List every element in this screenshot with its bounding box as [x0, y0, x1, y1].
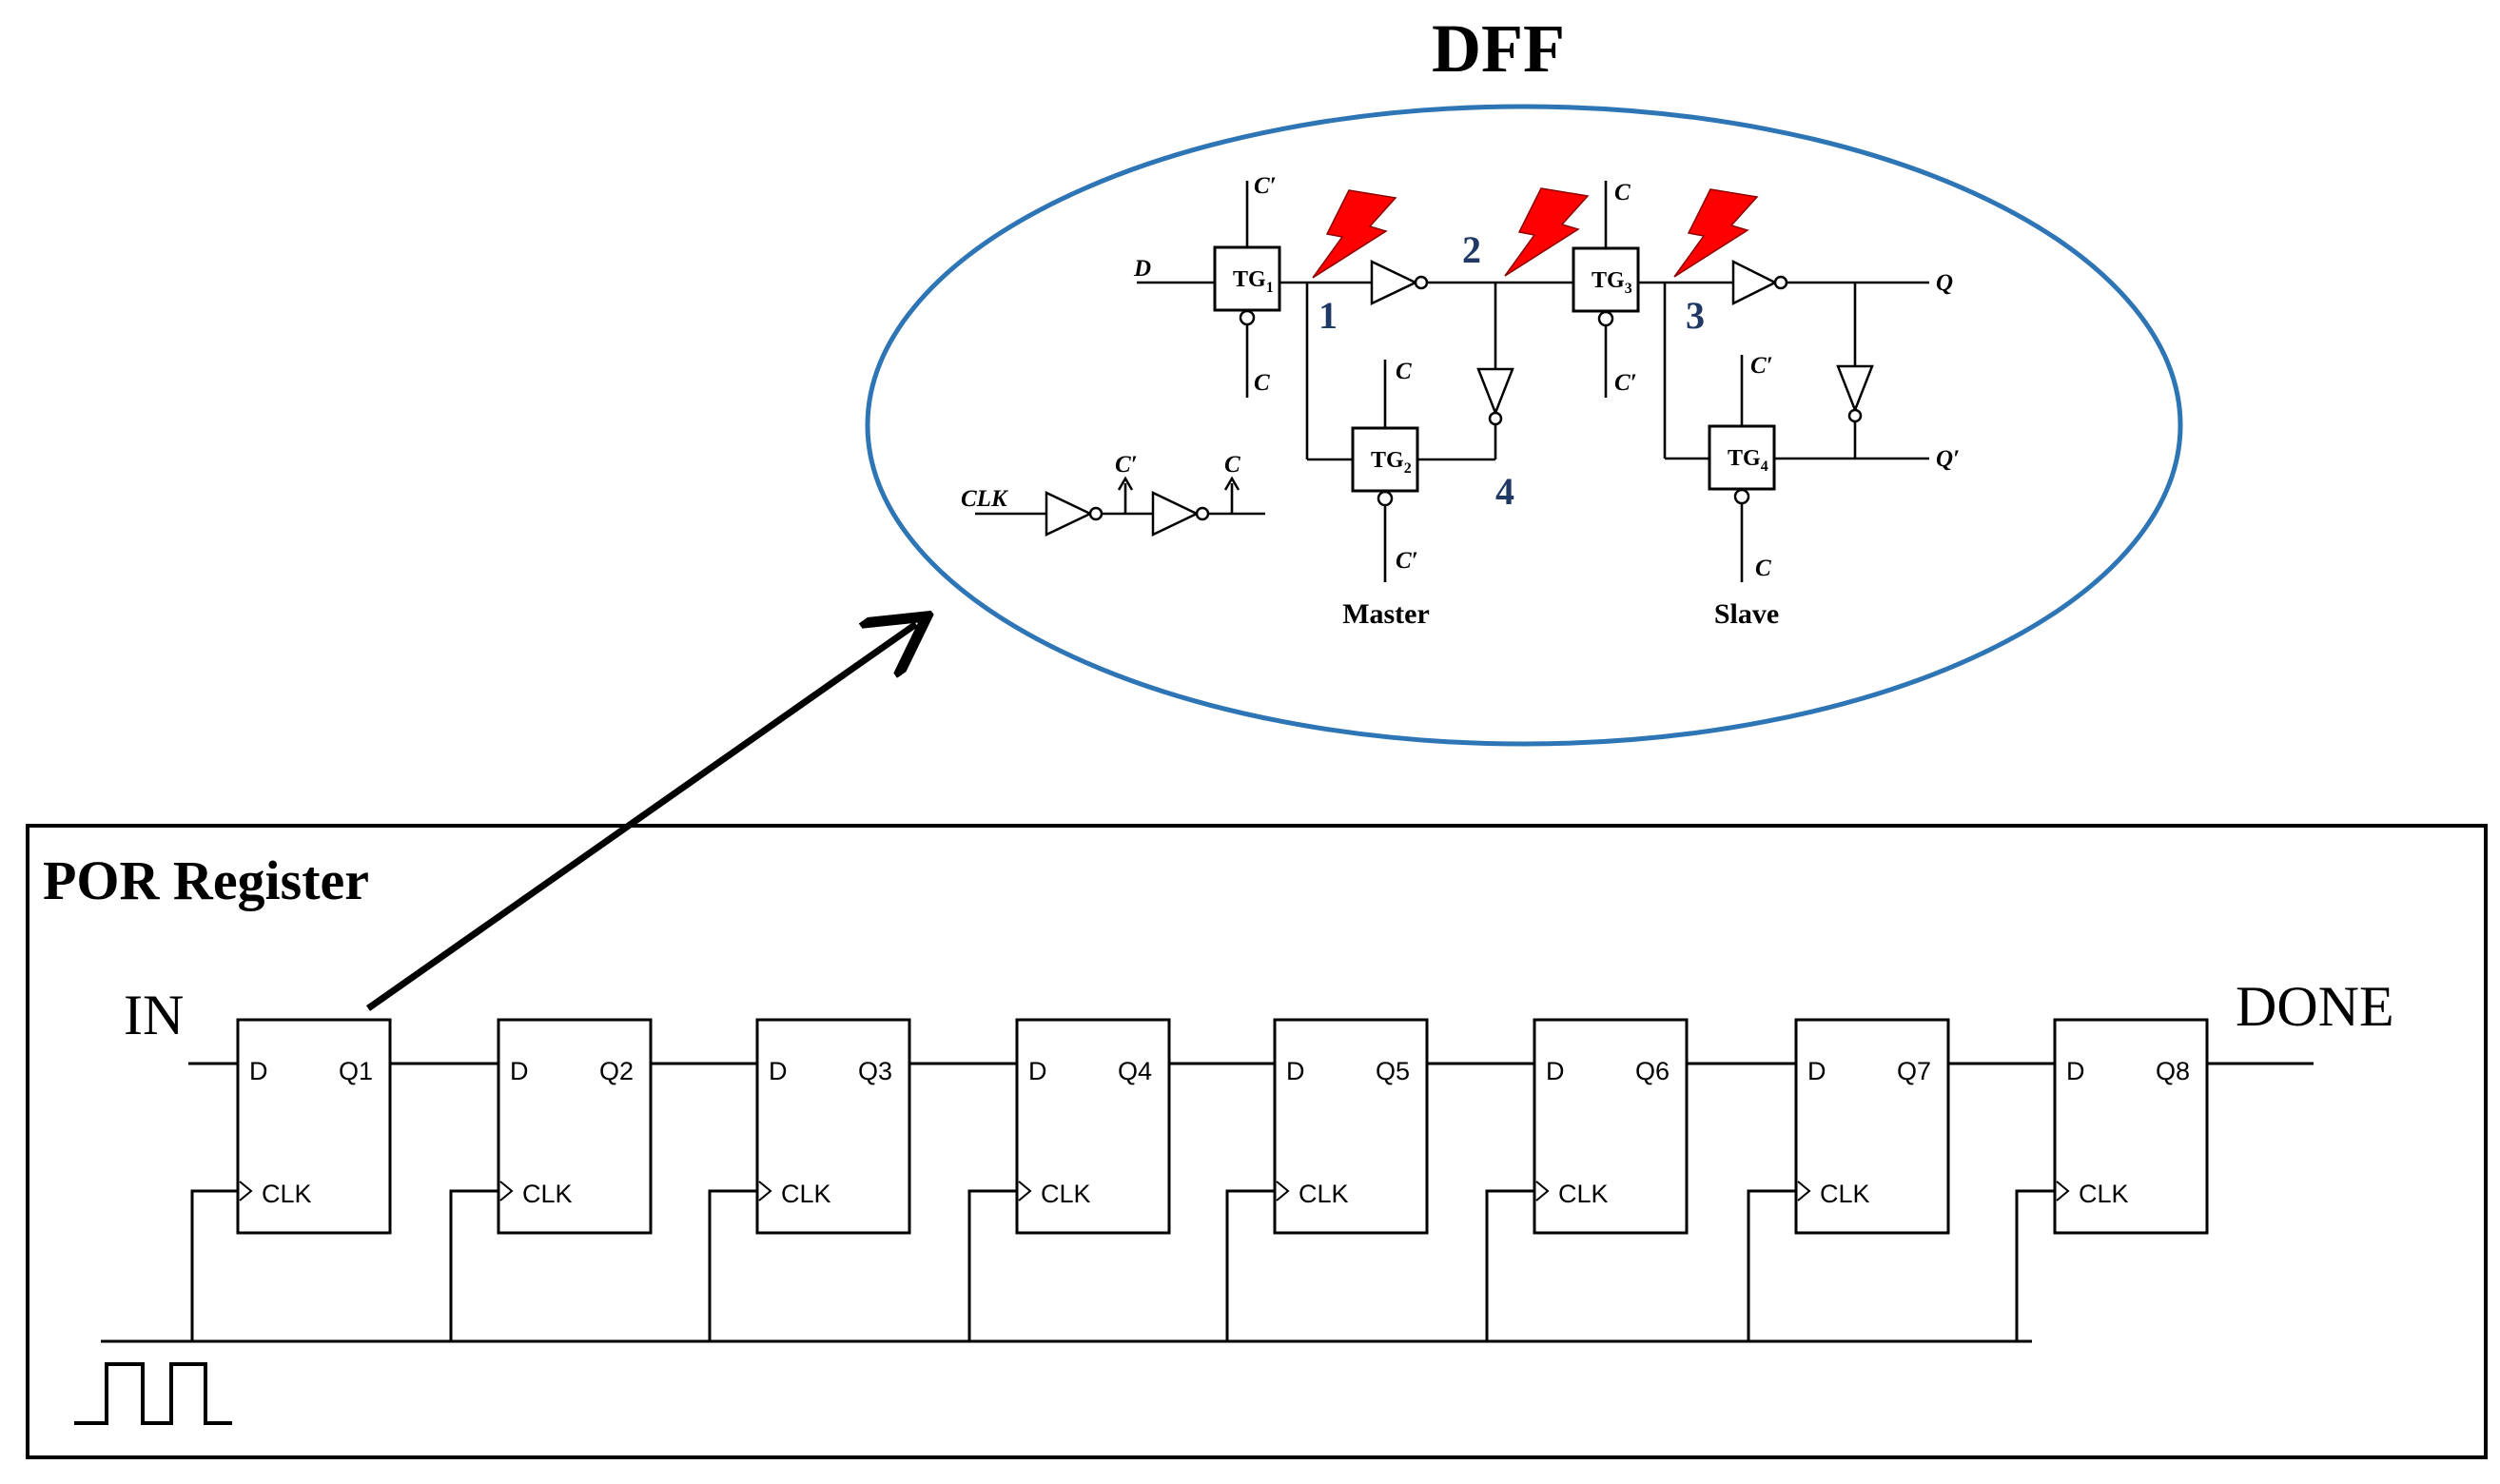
clk-label: CLK: [961, 486, 1009, 512]
node-3-label: 3: [1686, 294, 1705, 337]
tg2-top-signal: C: [1396, 359, 1412, 384]
ff6-d-label: D: [1546, 1057, 1565, 1085]
flip-flop-7: D Q7 CLK: [1794, 1018, 1950, 1235]
tg3-top-signal: C: [1614, 180, 1631, 205]
master-label: Master: [1342, 598, 1430, 630]
transmission-gate-1: TG1 C′ C: [1213, 173, 1281, 398]
tg4-bottom-signal: C: [1755, 556, 1771, 581]
ff6-q-label: Q6: [1635, 1057, 1670, 1085]
clk-c-prime-label: C′: [1115, 452, 1138, 478]
dff-input-d-label: D: [1133, 256, 1151, 282]
ff4-q-label: Q4: [1118, 1057, 1152, 1085]
tg2-bottom-signal: C′: [1396, 548, 1418, 574]
ff1-q-label: Q1: [339, 1057, 373, 1085]
ff1-d-label: D: [249, 1057, 268, 1085]
flip-flop-4: D Q4 CLK: [1015, 1018, 1171, 1235]
ff7-clk-label: CLK: [1820, 1180, 1870, 1208]
ff7-q-label: Q7: [1897, 1057, 1931, 1085]
dff-schematic: D TG1 C′ C 1 TG2 C C′: [961, 173, 1960, 630]
dff-zoom-ellipse: [865, 104, 2183, 747]
tg1-label: TG1: [1233, 267, 1274, 296]
slave-inverter-1: [1731, 259, 1788, 306]
master-inverter-2: [1476, 367, 1514, 426]
tg1-top-signal: C′: [1254, 173, 1277, 199]
por-output-label: DONE: [2236, 975, 2394, 1038]
tg4-top-signal: C′: [1750, 353, 1773, 379]
ff5-clk-label: CLK: [1299, 1180, 1349, 1208]
ff8-q-label: Q8: [2156, 1057, 2190, 1085]
dff-output-qbar-label: Q′: [1936, 446, 1960, 472]
ff4-d-label: D: [1028, 1057, 1047, 1085]
por-input-label: IN: [124, 984, 184, 1046]
flip-flop-8: D Q8 CLK: [2053, 1018, 2209, 1235]
tg3-label: TG3: [1592, 268, 1632, 297]
flip-flop-chain: D Q1 CLK D Q2 CLK D Q3 CLK D Q4 CLK: [190, 1018, 2209, 1341]
ff5-d-label: D: [1286, 1057, 1305, 1085]
lightning-bolt-icon: [1312, 189, 1397, 279]
transmission-gate-4: TG4 C′ C: [1708, 353, 1776, 582]
flip-flop-2: D Q2 CLK: [497, 1018, 653, 1235]
flip-flop-3: D Q3 CLK: [755, 1018, 911, 1235]
ff4-clk-label: CLK: [1041, 1180, 1091, 1208]
slave-label: Slave: [1714, 598, 1779, 630]
ff3-clk-label: CLK: [781, 1180, 831, 1208]
ff2-q-label: Q2: [599, 1057, 634, 1085]
ff6-clk-label: CLK: [1558, 1180, 1609, 1208]
slave-inverter-2: [1836, 364, 1874, 423]
tg3-bottom-signal: C′: [1614, 370, 1637, 396]
flip-flop-5: D Q5 CLK: [1273, 1018, 1429, 1235]
ff7-d-label: D: [1807, 1057, 1826, 1085]
ff2-clk-label: CLK: [522, 1180, 573, 1208]
lightning-bolt-icon: [1673, 188, 1759, 278]
transmission-gate-3: TG3 C C′: [1572, 180, 1640, 398]
transmission-gate-2: TG2 C C′: [1351, 359, 1419, 582]
ff3-d-label: D: [769, 1057, 788, 1085]
flip-flop-6: D Q6 CLK: [1533, 1018, 1689, 1235]
ff5-q-label: Q5: [1376, 1057, 1410, 1085]
ff1-clk-label: CLK: [262, 1180, 312, 1208]
flip-flop-1: D Q1 CLK: [236, 1018, 392, 1235]
node-1-label: 1: [1318, 294, 1338, 337]
por-register-frame: [26, 824, 2488, 1459]
clk-c-label: C: [1224, 452, 1240, 478]
clock-generator: CLK C′ C: [961, 452, 1265, 537]
zoom-arrow: [365, 624, 916, 1011]
ff3-q-label: Q3: [858, 1057, 892, 1085]
master-inverter-1: [1370, 260, 1429, 305]
dff-output-q-label: Q: [1936, 270, 1953, 296]
ff8-d-label: D: [2066, 1057, 2085, 1085]
tg4-label: TG4: [1728, 446, 1768, 475]
node-4-label: 4: [1495, 470, 1514, 513]
tg1-bottom-signal: C: [1254, 370, 1270, 396]
lightning-bolt-icon: [1504, 187, 1590, 277]
ff2-d-label: D: [510, 1057, 529, 1085]
clock-pulse-icon: [74, 1362, 232, 1425]
node-2-label: 2: [1462, 228, 1481, 271]
tg2-label: TG2: [1371, 448, 1412, 477]
por-register-title: POR Register: [43, 849, 369, 911]
ff8-clk-label: CLK: [2079, 1180, 2129, 1208]
dff-title: DFF: [1432, 10, 1565, 87]
